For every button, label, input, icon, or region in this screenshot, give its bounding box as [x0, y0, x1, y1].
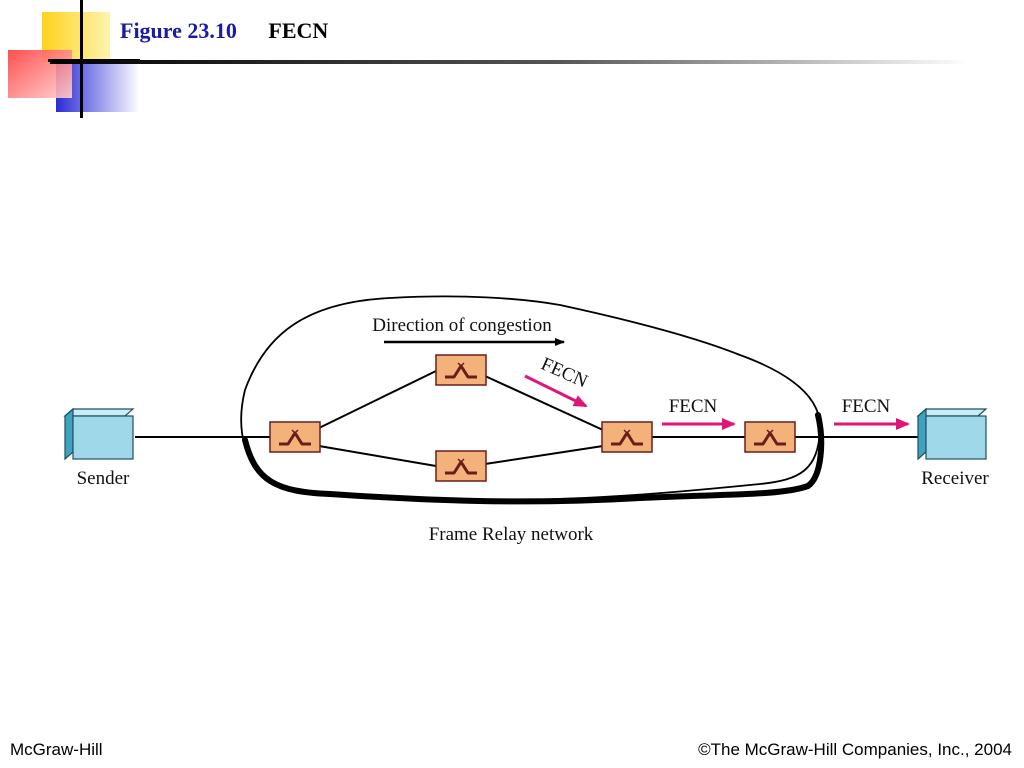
link-switch1-bottom — [318, 445, 437, 467]
network-cloud — [240, 295, 821, 501]
switch-top — [434, 353, 488, 387]
link-bottom-switch4 — [484, 445, 604, 465]
switch-bottom — [434, 449, 488, 483]
title-divider — [50, 60, 970, 64]
switch-exit — [743, 420, 797, 454]
fecn-label-receiver: FECN — [842, 396, 891, 417]
sender-host — [63, 407, 135, 461]
slide-logo — [8, 0, 140, 118]
switch-entry — [268, 420, 322, 454]
fecn-arrow-diagonal — [524, 374, 588, 408]
receiver-label: Receiver — [921, 468, 989, 489]
direction-label: Direction of congestion — [372, 315, 552, 336]
link-top-switch4 — [484, 375, 604, 431]
figure-number: Figure 23.10 — [120, 18, 237, 43]
footer-publisher: McGraw-Hill — [10, 740, 103, 759]
receiver-host — [916, 407, 988, 461]
footer-copyright: ©The McGraw-Hill Companies, Inc., 2004 — [698, 740, 1012, 759]
link-switch1-top — [318, 370, 437, 429]
sender-label: Sender — [77, 468, 130, 489]
slide-title: Figure 23.10 FECN — [120, 18, 328, 48]
switch-middle — [600, 420, 654, 454]
figure-title: FECN — [268, 18, 329, 43]
fecn-label-middle: FECN — [669, 396, 718, 417]
network-label: Frame Relay network — [429, 524, 594, 545]
network-cloud-shadow — [242, 412, 825, 505]
links — [135, 370, 920, 467]
